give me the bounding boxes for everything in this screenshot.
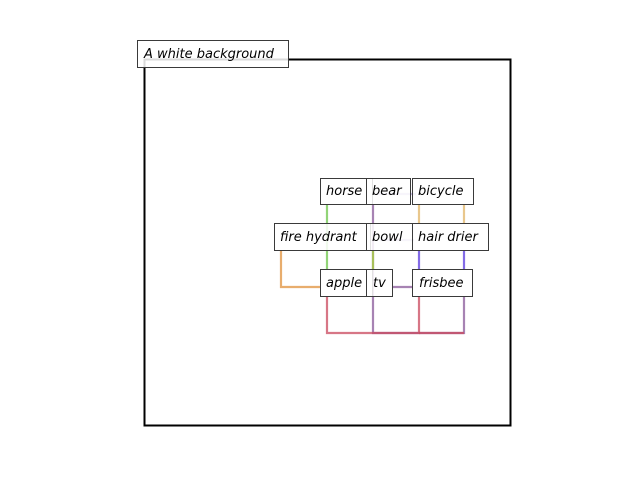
node-bear: bear	[366, 178, 411, 205]
node-bicycle-label: bicycle	[418, 184, 463, 199]
node-bicycle-box	[412, 178, 474, 205]
node-fire-hydrant: fire hydrant	[274, 223, 371, 251]
scene-frame	[143, 58, 512, 427]
node-hair-drier: hair drier	[412, 223, 489, 251]
node-horse: horse	[320, 178, 373, 205]
node-frisbee-box	[412, 269, 473, 297]
node-fire-hydrant-label: fire hydrant	[280, 230, 358, 245]
caption-text: A white background	[143, 47, 275, 62]
caption-frame	[137, 40, 289, 68]
node-apple-box	[320, 269, 373, 297]
edge-hair-drier-frisbee	[417, 251, 466, 270]
node-bear-box	[366, 178, 411, 205]
node-frisbee: frisbee	[412, 269, 473, 297]
node-bear-label: bear	[372, 184, 403, 199]
node-hair-drier-label: hair drier	[418, 230, 480, 245]
node-apple: apple	[320, 269, 373, 297]
node-tv: tv	[366, 269, 393, 297]
edges	[279, 192, 466, 335]
node-hair-drier-box	[412, 223, 489, 251]
node-bowl-label: bowl	[372, 230, 403, 245]
node-tv-box	[366, 269, 393, 297]
node-frisbee-label: frisbee	[419, 276, 464, 291]
node-tv-label: tv	[373, 276, 386, 291]
edge-bicycle-hair-drier	[417, 205, 466, 224]
node-bicycle: bicycle	[412, 178, 474, 205]
node-bowl-box	[366, 223, 413, 251]
node-apple-label: apple	[326, 276, 362, 291]
node-bowl: bowl	[366, 223, 413, 251]
node-horse-box	[320, 178, 373, 205]
node-horse-label: horse	[326, 184, 362, 199]
edge-fire-hydrant-apple	[279, 251, 321, 289]
caption-box: A white background	[137, 40, 289, 68]
edge-apple-frisbee	[325, 297, 421, 335]
